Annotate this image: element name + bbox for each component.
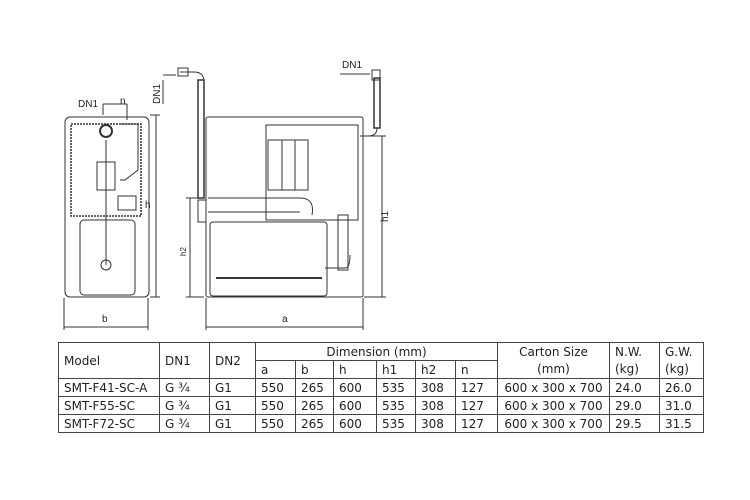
cell-gw: 26.0 <box>659 378 704 397</box>
table-row: SMT-F41-SC-A G ¾ G1 550 265 600 535 308 … <box>58 378 704 397</box>
label-a: a <box>282 314 288 325</box>
header-nw-unit: (kg) <box>609 360 660 379</box>
cell-dn1: G ¾ <box>159 414 210 433</box>
header-dimension: Dimension (mm) <box>255 342 498 361</box>
header-b: b <box>295 360 334 379</box>
cell-b: 265 <box>295 378 334 397</box>
cell-dn1: G ¾ <box>159 378 210 397</box>
spec-table: Model DN1 DN2 Dimension (mm) Carton Size… <box>58 342 704 433</box>
cell-n: 127 <box>455 414 498 433</box>
header-dn1: DN1 <box>159 342 210 379</box>
cell-model: SMT-F41-SC-A <box>58 378 160 397</box>
cell-carton: 600 x 300 x 700 <box>497 396 610 415</box>
cell-h2: 308 <box>415 378 456 397</box>
header-h: h <box>333 360 377 379</box>
side-view <box>63 103 160 330</box>
cell-n: 127 <box>455 378 498 397</box>
cell-nw: 29.0 <box>609 396 660 415</box>
header-n: n <box>455 360 498 379</box>
front-view <box>162 67 386 330</box>
header-carton: Carton Size <box>497 342 610 361</box>
header-model: Model <box>58 342 160 379</box>
header-gw: G.W. <box>659 342 704 361</box>
cell-dn2: G1 <box>209 378 256 397</box>
cell-dn2: G1 <box>209 414 256 433</box>
label-h: h <box>145 200 151 211</box>
header-dn2: DN2 <box>209 342 256 379</box>
cell-carton: 600 x 300 x 700 <box>497 378 610 397</box>
header-h1: h1 <box>376 360 416 379</box>
cell-nw: 24.0 <box>609 378 660 397</box>
header-carton-unit: (mm) <box>497 360 610 379</box>
cell-h: 600 <box>333 396 377 415</box>
table-header-row: Model DN1 DN2 Dimension (mm) Carton Size… <box>58 342 704 379</box>
header-a: a <box>255 360 296 379</box>
table-row: SMT-F55-SC G ¾ G1 550 265 600 535 308 12… <box>58 396 704 415</box>
cell-h1: 535 <box>376 378 416 397</box>
cell-b: 265 <box>295 396 334 415</box>
cell-a: 550 <box>255 396 296 415</box>
cell-gw: 31.0 <box>659 396 704 415</box>
label-h2: h2 <box>179 247 188 256</box>
label-n: n <box>120 96 126 107</box>
label-b: b <box>102 314 108 325</box>
cell-model: SMT-F72-SC <box>58 414 160 433</box>
header-gw-unit: (kg) <box>659 360 704 379</box>
cell-carton: 600 x 300 x 700 <box>497 414 610 433</box>
cell-h2: 308 <box>415 414 456 433</box>
cell-dn1: G ¾ <box>159 396 210 415</box>
technical-drawing: DN1 n h b DN1 h2 a DN1 h1 <box>63 60 391 330</box>
cell-h: 600 <box>333 378 377 397</box>
cell-h: 600 <box>333 414 377 433</box>
table-row: SMT-F72-SC G ¾ G1 550 265 600 535 308 12… <box>58 414 704 433</box>
label-dn1-vertical: DN1 <box>152 84 163 104</box>
cell-dn2: G1 <box>209 396 256 415</box>
cell-nw: 29.5 <box>609 414 660 433</box>
cell-h2: 308 <box>415 396 456 415</box>
cell-a: 550 <box>255 378 296 397</box>
label-dn1-side: DN1 <box>78 99 98 110</box>
cell-gw: 31.5 <box>659 414 704 433</box>
label-dn1-top: DN1 <box>342 60 362 71</box>
cell-n: 127 <box>455 396 498 415</box>
cell-h1: 535 <box>376 396 416 415</box>
cell-h1: 535 <box>376 414 416 433</box>
label-h1: h1 <box>380 210 391 222</box>
cell-model: SMT-F55-SC <box>58 396 160 415</box>
header-h2: h2 <box>415 360 456 379</box>
cell-b: 265 <box>295 414 334 433</box>
cell-a: 550 <box>255 414 296 433</box>
header-nw: N.W. <box>609 342 660 361</box>
